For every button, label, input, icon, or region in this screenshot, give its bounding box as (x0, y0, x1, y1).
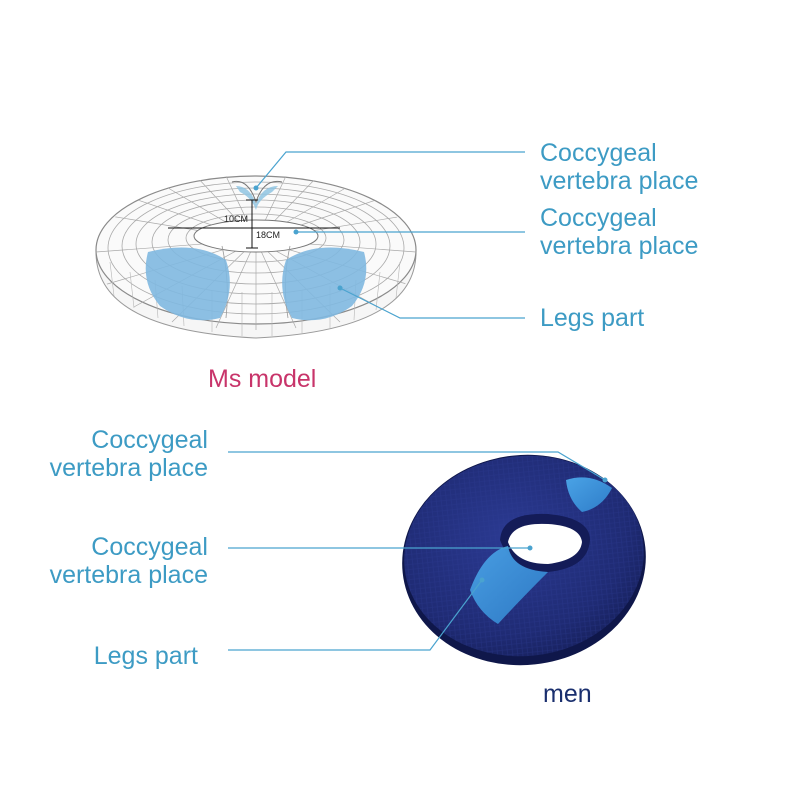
callout-legs-top: Legs part (540, 304, 644, 332)
callout-line1: Coccygeal (91, 533, 208, 561)
callout-coccygeal-bottom-2: Coccygeal vertebra place (50, 533, 208, 589)
callout-line2: vertebra place (49, 561, 208, 589)
callout-line1: Coccygeal (540, 204, 657, 232)
callout-line2: vertebra place (540, 232, 699, 260)
callout-line2: vertebra place (540, 167, 699, 195)
navy-cushion (402, 454, 646, 666)
callout-legs-bottom: Legs part (94, 642, 198, 670)
caption-men: men (543, 680, 592, 708)
dim-depth-label: 10CM (224, 214, 248, 224)
callout-line1: Coccygeal (540, 139, 657, 167)
callout-coccygeal-top-1: Coccygeal vertebra place (540, 139, 698, 195)
callout-coccygeal-top-2: Coccygeal vertebra place (540, 204, 698, 260)
callout-line1: Legs part (93, 642, 198, 670)
wireframe-cushion: 10CM 18CM (95, 175, 417, 339)
dim-width-label: 18CM (256, 230, 280, 240)
callout-line1: Coccygeal (91, 426, 208, 454)
callout-coccygeal-bottom-1: Coccygeal vertebra place (50, 426, 208, 482)
caption-ms-model: Ms model (208, 365, 317, 393)
callout-line2: vertebra place (49, 454, 208, 482)
leader-lines (228, 151, 606, 651)
callout-line1: Legs part (540, 304, 645, 332)
